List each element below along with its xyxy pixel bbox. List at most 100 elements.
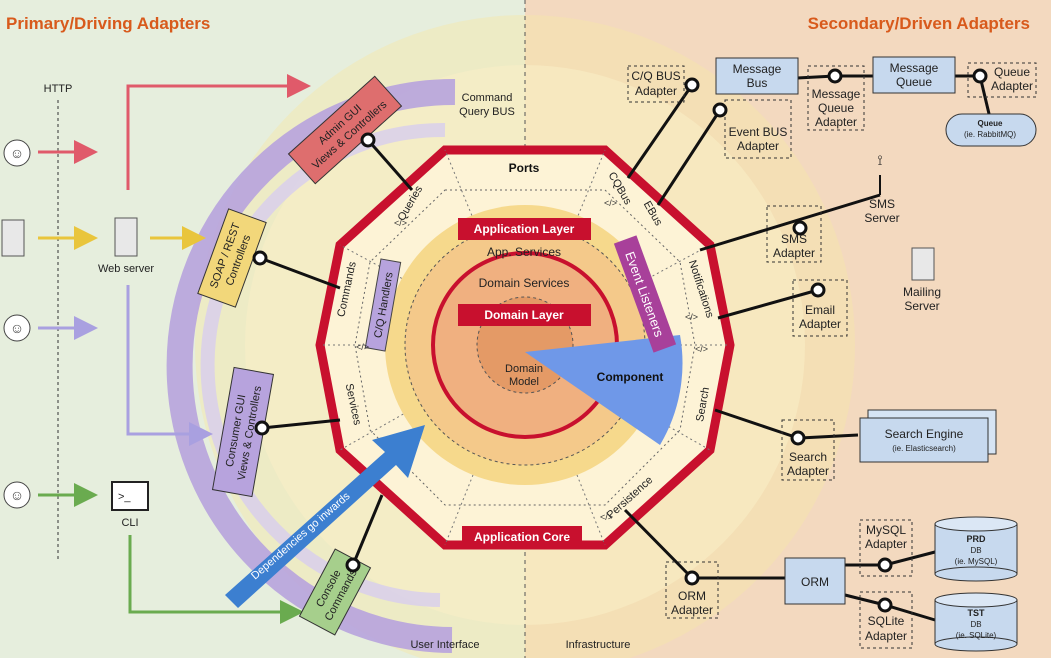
- component-wedge: [525, 335, 683, 445]
- email-adapter-box: [792, 279, 848, 337]
- mysql-adapter-label-1: MySQL: [866, 523, 906, 537]
- left-actors: ☺ ☺ ☺: [1, 139, 31, 509]
- search-adapter-box: [781, 419, 835, 481]
- svg-text:</>: </>: [600, 512, 613, 522]
- ports-title: Ports: [509, 161, 540, 175]
- search-adapter-label-2: Adapter: [787, 464, 829, 478]
- queue-adapter-label-2: Adapter: [991, 79, 1033, 93]
- prd-db-label-3: (ie. MySQL): [955, 557, 998, 566]
- mq-adapter-label-2: Queue: [818, 101, 854, 115]
- mq-adapter-label-3: Adapter: [815, 115, 857, 129]
- queue-title: Queue: [978, 119, 1003, 128]
- footer-infrastructure: Infrastructure: [566, 639, 631, 651]
- command-bus-label-2: Query BUS: [459, 106, 515, 118]
- domain-layer-box: [458, 304, 591, 326]
- orm-adapter-label-2: Adapter: [671, 603, 713, 617]
- message-queue-label-2: Queue: [896, 75, 932, 89]
- arrow-purple-2: [126, 285, 213, 446]
- event-bus-adapter-box: [724, 99, 792, 159]
- tst-db-cylinder: TST DB (ie. SQLite): [934, 592, 1018, 652]
- user-icon-3: [3, 481, 31, 509]
- sms-adapter-box: [766, 205, 822, 263]
- antenna-icon: ⟟: [877, 152, 882, 168]
- message-queue-box: [872, 56, 956, 94]
- event-bus-adapter-label-2: Adapter: [737, 139, 779, 153]
- cli-prompt: >_: [118, 491, 131, 503]
- search-engine-sub: (ie. Elasticsearch): [892, 444, 956, 453]
- svg-text:☺: ☺: [10, 145, 24, 161]
- tst-db-label-1: TST: [968, 608, 986, 618]
- search-engine-box: [859, 417, 989, 463]
- web-server-label: Web server: [98, 263, 154, 275]
- footer-user-interface: User Interface: [410, 639, 479, 651]
- prd-db-label-1: PRD: [966, 534, 986, 544]
- queue-sub: (ie. RabbitMQ): [964, 130, 1016, 139]
- cli-icon: [111, 481, 149, 511]
- orm-adapter-box: [665, 561, 719, 619]
- user-icon-1: [3, 139, 31, 167]
- message-bus-label-1: Message: [733, 62, 782, 76]
- svg-text:</>: </>: [604, 198, 617, 208]
- sms-adapter-label-2: Adapter: [773, 246, 815, 260]
- adapter-ports: [684, 68, 988, 613]
- application-core-box: [462, 526, 582, 548]
- message-bus-box: [715, 57, 799, 95]
- secondary-adapters-header: Secondary/Driven Adapters: [808, 14, 1030, 33]
- web-server-icon: [114, 217, 138, 257]
- tst-db-label-3: (ie. SQLite): [956, 631, 997, 640]
- cli-label: CLI: [121, 517, 138, 529]
- queue-adapter-box: [967, 62, 1037, 98]
- mailing-server-label-1: Mailing: [903, 285, 941, 299]
- domain-services-label: Domain Services: [479, 276, 570, 290]
- mysql-adapter-label-2: Adapter: [865, 537, 907, 551]
- component-label: Component: [597, 370, 664, 384]
- message-queue-label-1: Message: [890, 61, 939, 75]
- primary-connections: [252, 132, 414, 573]
- orm-label: ORM: [801, 575, 829, 589]
- svg-text:☺: ☺: [10, 320, 24, 336]
- sms-adapter-label-1: SMS: [781, 232, 807, 246]
- arrow-green-2: [128, 535, 304, 624]
- sqlite-adapter-box: [859, 591, 913, 649]
- sqlite-adapter-label-1: SQLite: [868, 614, 905, 628]
- application-core-label: Application Core: [474, 530, 570, 544]
- sms-server-label-1: SMS: [869, 197, 895, 211]
- domain-layer-label: Domain Layer: [484, 308, 564, 322]
- email-adapter-label-1: Email: [805, 303, 835, 317]
- mq-adapter-label-1: Message: [812, 87, 861, 101]
- application-layer-label: Application Layer: [474, 222, 575, 236]
- application-layer-box: [458, 218, 591, 240]
- message-bus-label-2: Bus: [747, 76, 768, 90]
- svg-text:</>: </>: [685, 312, 698, 322]
- queue-adapter-label-1: Queue: [994, 65, 1030, 79]
- prd-db-label-2: DB: [970, 546, 981, 555]
- consumer-gui-adapter: Consumer GUI Views & Controllers: [211, 366, 275, 498]
- app-services-label: App. Services: [487, 245, 561, 259]
- search-adapter-label-1: Search: [789, 450, 827, 464]
- primary-adapters-header: Primary/Driving Adapters: [6, 14, 210, 33]
- http-label: HTTP: [44, 83, 73, 95]
- secondary-wires: [623, 74, 992, 622]
- svg-text:</>: </>: [356, 342, 369, 352]
- mailing-server-label-2: Server: [904, 299, 939, 313]
- event-bus-adapter-label-1: Event BUS: [729, 125, 788, 139]
- tst-db-label-2: DB: [970, 620, 981, 629]
- email-adapter-label-2: Adapter: [799, 317, 841, 331]
- ports-dotted-ring: [354, 189, 696, 506]
- command-bus-label-1: Command: [462, 92, 513, 104]
- orm-box: [784, 557, 846, 605]
- sms-server-label-2: Server: [864, 211, 899, 225]
- search-engine-label: Search Engine: [885, 427, 964, 441]
- queue-box: [945, 113, 1037, 147]
- port-arrows: </></></> </></></>: [356, 198, 708, 522]
- orm-adapter-label-1: ORM: [678, 589, 706, 603]
- svg-text:</>: </>: [695, 344, 708, 354]
- server-icon-1: [1, 219, 25, 257]
- sqlite-adapter-label-2: Adapter: [865, 629, 907, 643]
- user-icon-2: [3, 314, 31, 342]
- mysql-adapter-box: [859, 519, 913, 577]
- port-search: Search: [694, 386, 712, 422]
- dependencies-arrow: [225, 425, 425, 608]
